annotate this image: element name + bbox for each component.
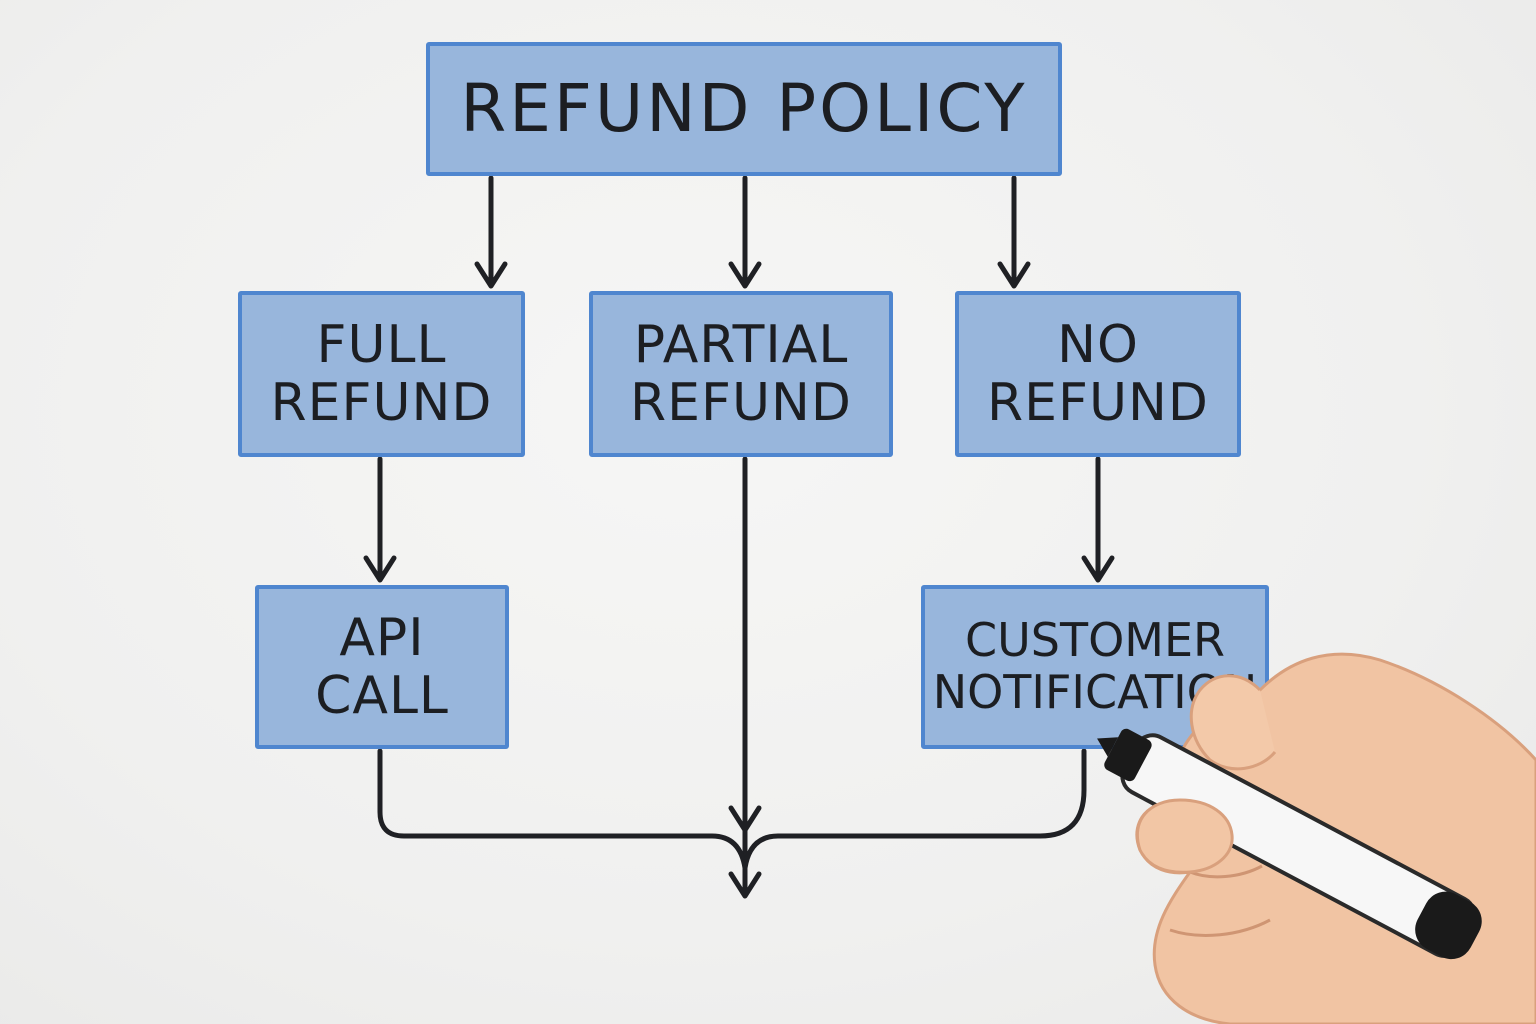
arrowhead-api <box>363 555 397 583</box>
node-full-refund: FULL REFUND <box>238 291 525 457</box>
node-partial-refund: PARTIAL REFUND <box>589 291 893 457</box>
node-refund-policy: REFUND POLICY <box>426 42 1062 176</box>
node-label-line-2: NOTIFICATION <box>932 665 1258 719</box>
node-label-line-1: NO <box>1057 314 1139 375</box>
node-label-line-2: REFUND <box>270 373 493 433</box>
node-label-line-2: CALL <box>315 666 449 726</box>
node-no-refund: NO REFUND <box>955 291 1241 457</box>
node-label-line-2: REFUND <box>987 373 1209 433</box>
node-label: REFUND POLICY <box>460 70 1028 148</box>
arrowhead-none <box>997 261 1031 289</box>
arrowhead-notify <box>1081 555 1115 583</box>
arrowhead-end <box>728 871 762 899</box>
edge-notify-merge <box>742 748 1087 871</box>
node-label-line-1: API <box>339 607 425 668</box>
node-api-call: API CALL <box>255 585 509 749</box>
node-customer-notification: CUSTOMER NOTIFICATION <box>921 585 1269 749</box>
edge-api-merge <box>377 748 748 871</box>
node-label-line-1: FULL <box>316 314 447 375</box>
arrowhead-full <box>474 261 508 289</box>
node-label-line-2: REFUND <box>630 373 852 433</box>
arrowhead-partial <box>728 261 762 289</box>
arrowhead-partial-mid <box>728 805 762 833</box>
node-label-line-1: PARTIAL <box>633 314 849 375</box>
node-label-line-1: CUSTOMER <box>964 613 1225 668</box>
